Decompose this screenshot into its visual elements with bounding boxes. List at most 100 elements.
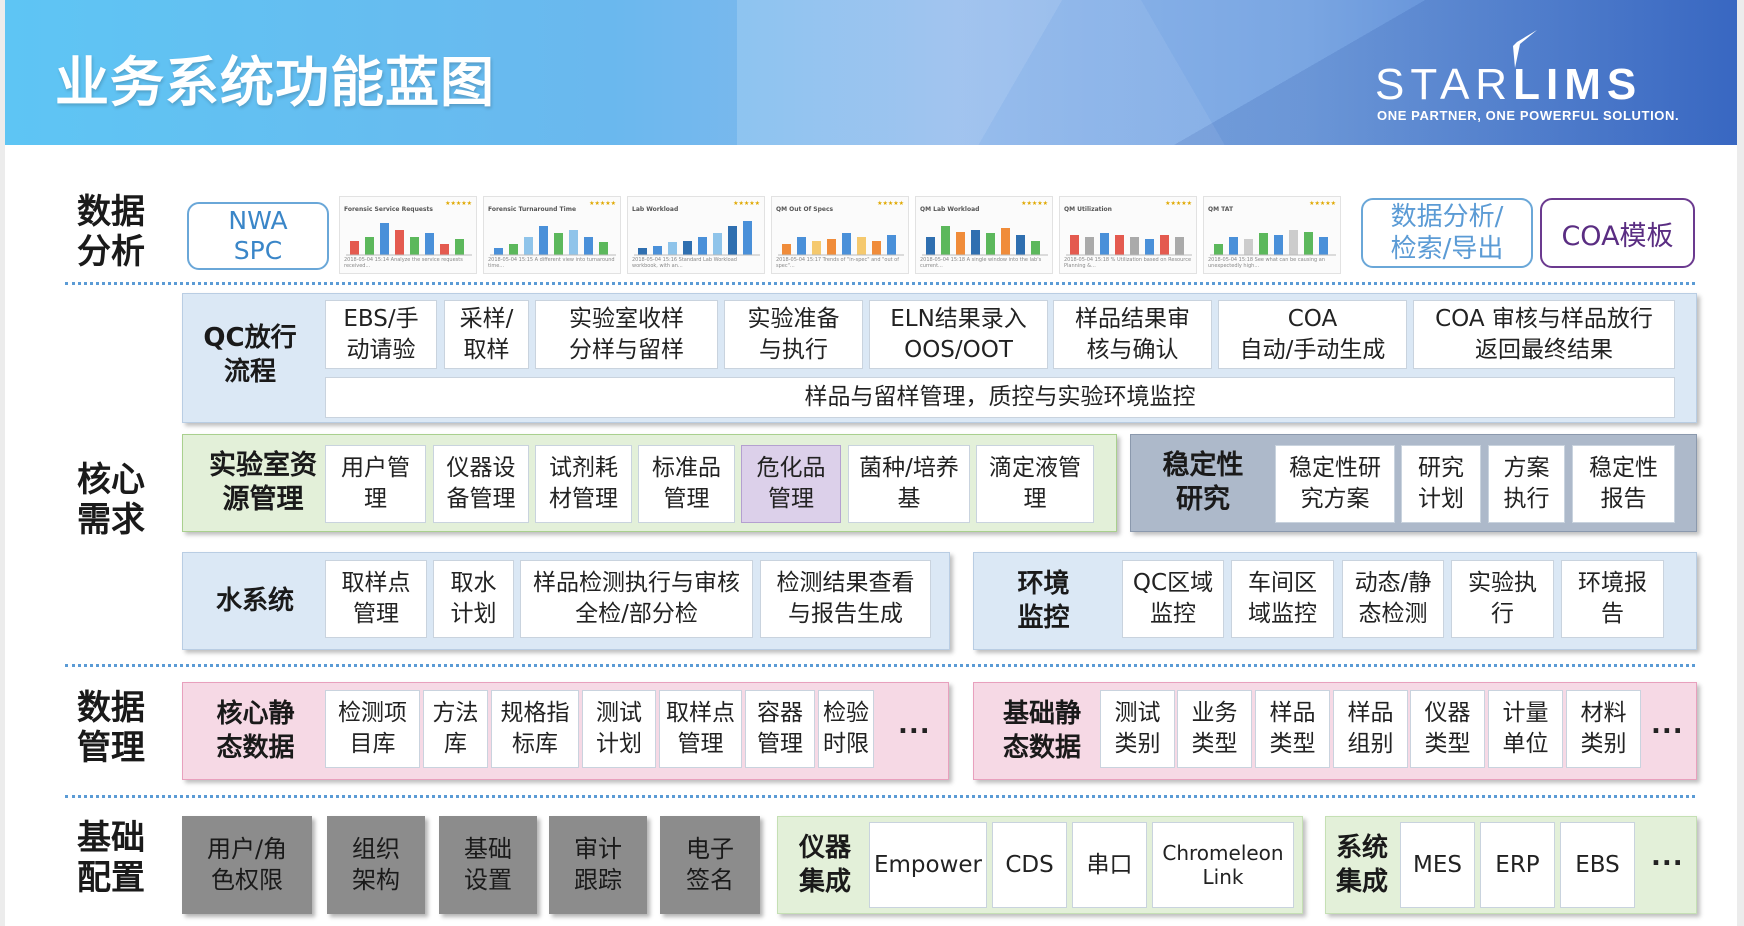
system-integration-item-0: MES: [1400, 822, 1475, 908]
water-system-item-1: 取水 计划: [433, 560, 514, 638]
lab-resource-item-5: 菌种/培养 基: [848, 445, 970, 523]
thumbnail-title: QM Out Of Specs: [776, 206, 834, 213]
qc-step-6: COA 自动/手动生成: [1218, 300, 1407, 369]
thumbnail-chart-icon: [346, 223, 472, 256]
instrument-integration-item-1: CDS: [992, 822, 1067, 908]
env-monitoring-item-1: 车间区 域监控: [1231, 560, 1334, 638]
env-monitoring-label: 环境 监控: [1017, 569, 1070, 633]
thumbnail-caption: 2018-05-04 15:17 Trends of "in-spec" and…: [776, 257, 899, 269]
base-config-item-2: 基础 设置: [439, 816, 537, 914]
dashboard-thumbnail[interactable]: ★★★★★ QM TAT 2018-05-04 15:18 See what can…: [1203, 196, 1341, 274]
qc-flow-label: QC放行 流程: [203, 323, 297, 387]
base-static-item-4: 仪器 类型: [1410, 690, 1485, 768]
base-config-item-0: 用户/角 色权限: [182, 816, 312, 914]
logo-tagline: ONE PARTNER, ONE POWERFUL SOLUTION.: [1377, 108, 1680, 123]
base-static-item-6: 材料 类别: [1566, 690, 1641, 768]
instrument-integration-item-0: Empower: [869, 822, 987, 908]
base-static-item-0: 测试 类别: [1100, 690, 1175, 768]
qc-flow-footer: 样品与留样管理，质控与实验环境监控: [325, 377, 1675, 418]
core-static-item-1: 方法 库: [423, 690, 488, 768]
stability-item-3: 稳定性 报告: [1572, 445, 1675, 523]
rating-stars-icon: ★★★★★: [1021, 200, 1048, 207]
lab-resource-item-4: 危化品 管理: [741, 445, 841, 523]
water-system-label: 水系统: [215, 586, 294, 616]
base-config-item-3: 审计 跟踪: [549, 816, 647, 914]
dashboard-thumbnail[interactable]: ★★★★★ QM Out Of Specs 2018-05-04 15:17 Tre…: [771, 196, 909, 274]
starlims-logo: STARLIMS ONE PARTNER, ONE POWERFUL SOLUT…: [1375, 28, 1679, 128]
lab-resource-item-0: 用户管 理: [325, 445, 426, 523]
thumbnail-title: QM TAT: [1208, 206, 1234, 213]
lab-resource-item-1: 仪器设 备管理: [433, 445, 529, 523]
env-monitoring-item-2: 动态/静 态检测: [1342, 560, 1444, 638]
qc-step-7: COA 审核与样品放行 返回最终结果: [1413, 300, 1675, 369]
system-integration-item-2: EBS: [1560, 822, 1635, 908]
thumbnail-chart-icon: [922, 226, 1048, 256]
logo-star-text: STAR: [1375, 60, 1514, 109]
slide: 业务系统功能蓝图 STARLIMS ONE PARTNER, ONE POWER…: [5, 0, 1737, 926]
system-integration-more: ...: [1651, 842, 1684, 872]
thumbnail-chart-icon: [634, 221, 760, 256]
instrument-integration-item-3: Chromeleon Link: [1152, 822, 1294, 908]
water-system-item-0: 取样点 管理: [325, 560, 427, 638]
thumbnail-caption: 2018-05-04 15:18 A single window into th…: [920, 257, 1042, 269]
qc-step-2: 实验室收样 分样与留样: [535, 300, 718, 369]
base-static-item-1: 业务 类型: [1177, 690, 1252, 768]
thumbnail-chart-icon: [778, 233, 904, 256]
system-integration-item-1: ERP: [1480, 822, 1555, 908]
rating-stars-icon: ★★★★★: [733, 200, 760, 207]
row-label-core-requirements: 核心 需求: [77, 460, 145, 540]
rating-stars-icon: ★★★★★: [1165, 200, 1192, 207]
base-static-label: 基础静 态数据: [1002, 699, 1081, 763]
row-label-data-management: 数据 管理: [77, 688, 145, 768]
qc-step-4: ELN结果录入 OOS/OOT: [869, 300, 1048, 369]
row-label-base-config: 基础 配置: [77, 818, 145, 898]
base-static-more: ...: [1651, 710, 1684, 740]
base-config-item-1: 组织 架构: [327, 816, 425, 914]
qc-step-0: EBS/手 动请验: [325, 300, 437, 369]
rating-stars-icon: ★★★★★: [1309, 200, 1336, 207]
base-static-item-3: 样品 组别: [1333, 690, 1408, 768]
env-monitoring-item-3: 实验执 行: [1451, 560, 1554, 638]
core-static-item-2: 规格指 标库: [491, 690, 579, 768]
base-config-item-4: 电子 签名: [660, 816, 760, 914]
separator-line: [65, 282, 1695, 285]
water-system-item-3: 检测结果查看 与报告生成: [760, 560, 931, 638]
rating-stars-icon: ★★★★★: [877, 200, 904, 207]
thumbnail-caption: 2018-05-04 15:18 See what can be causing…: [1208, 257, 1325, 269]
separator-line: [65, 795, 1695, 798]
row-label-data-analysis: 数据 分析: [77, 192, 145, 272]
qc-step-5: 样品结果审 核与确认: [1053, 300, 1212, 369]
separator-line: [65, 664, 1695, 667]
core-static-item-5: 容器 管理: [745, 690, 815, 768]
lab-resource-item-3: 标准品 管理: [638, 445, 735, 523]
core-static-more: ...: [898, 710, 931, 740]
base-static-item-5: 计量 单位: [1488, 690, 1563, 768]
thumbnail-caption: 2018-05-04 15:18 % Utilization based on …: [1064, 257, 1192, 269]
data-analysis-export-box: 数据分析/ 检索/导出: [1361, 198, 1533, 268]
thumbnail-title: Forensic Turnaround Time: [488, 206, 577, 213]
core-static-label: 核心静 态数据: [216, 699, 295, 763]
coa-template-box: COA模板: [1540, 198, 1695, 268]
thumbnail-title: Forensic Service Requests: [344, 206, 433, 213]
stability-item-0: 稳定性研 究方案: [1275, 445, 1395, 523]
thumbnail-caption: 2018-05-04 15:15 A different view into t…: [488, 257, 615, 269]
core-static-item-3: 测试 计划: [582, 690, 656, 768]
rating-stars-icon: ★★★★★: [589, 200, 616, 207]
logo-wordmark: STARLIMS: [1375, 60, 1642, 110]
dashboard-thumbnail[interactable]: ★★★★★ QM Lab Workload 2018-05-04 15:18 A s…: [915, 196, 1053, 274]
env-monitoring-item-0: QC区域 监控: [1122, 560, 1224, 638]
thumbnail-chart-icon: [1066, 233, 1192, 256]
page-title: 业务系统功能蓝图: [55, 51, 495, 114]
header-banner: 业务系统功能蓝图 STARLIMS ONE PARTNER, ONE POWER…: [5, 0, 1737, 145]
stability-item-2: 方案 执行: [1488, 445, 1565, 523]
dashboard-thumbnail[interactable]: ★★★★★ Forensic Turnaround Time 2018-05-04 …: [483, 196, 621, 274]
thumbnail-title: QM Lab Workload: [920, 206, 980, 213]
qc-step-1: 采样/ 取样: [444, 300, 529, 369]
env-monitoring-item-4: 环境报 告: [1561, 560, 1664, 638]
thumbnail-chart-icon: [490, 226, 616, 256]
lab-resource-item-6: 滴定液管 理: [976, 445, 1094, 523]
stability-item-1: 研究 计划: [1401, 445, 1481, 523]
